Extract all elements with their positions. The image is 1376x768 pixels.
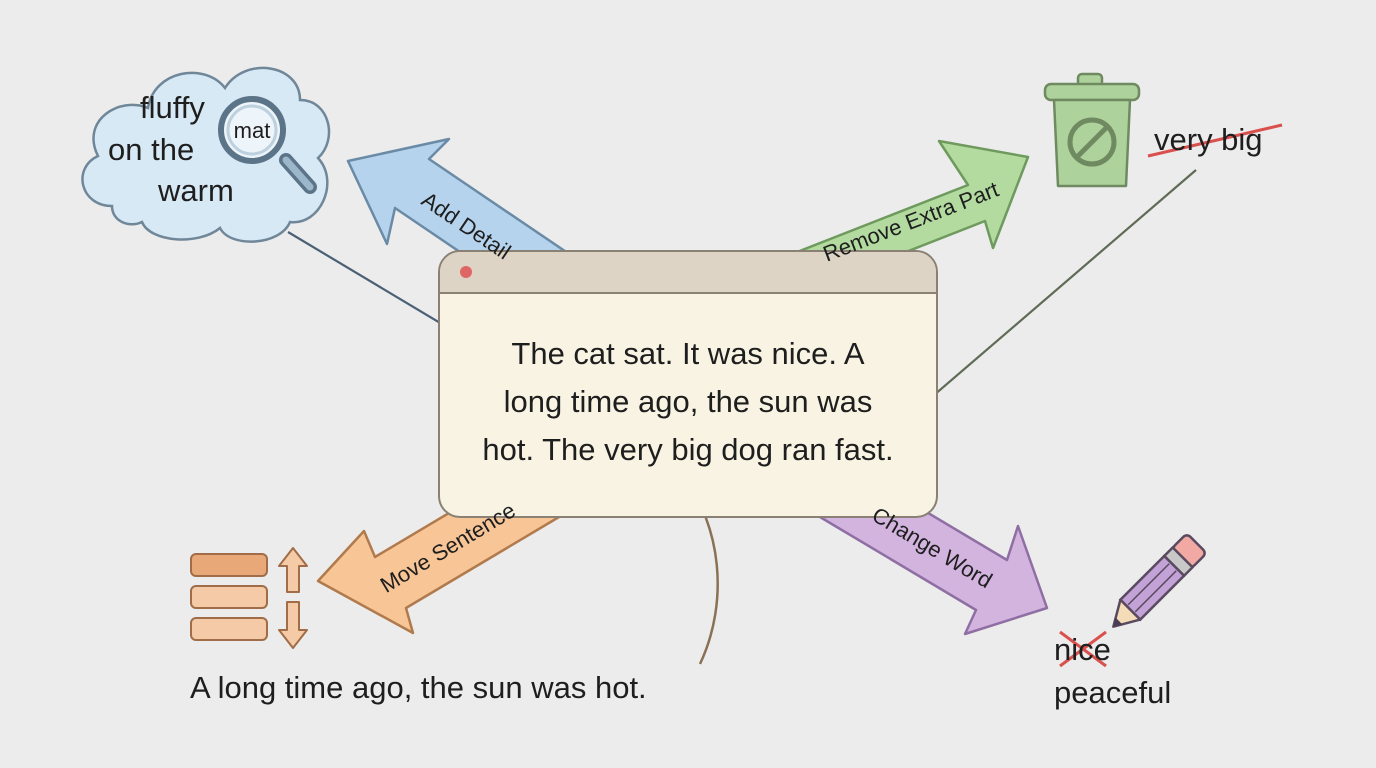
paragraph-line: hot. The very big dog ran fast. <box>482 432 894 467</box>
paragraph-line: The cat sat. It was nice. A <box>511 336 865 371</box>
stacked-bars-icon <box>190 547 308 649</box>
close-dot-icon <box>460 266 472 278</box>
nice-cross-b <box>1059 630 1107 668</box>
magnifier-word: mat <box>233 118 271 143</box>
cloud-word-on-the: on the <box>108 132 195 167</box>
cloud-word-fluffy: fluffy <box>140 90 205 125</box>
pencil-icon <box>1112 534 1206 628</box>
moved-sentence: A long time ago, the sun was hot. <box>190 670 647 705</box>
old-word-nice: nice <box>1054 632 1111 667</box>
paragraph-line: long time ago, the sun was <box>503 384 873 419</box>
very-big-strike <box>1147 123 1283 158</box>
new-word-peaceful: peaceful <box>1054 675 1172 710</box>
magnifier-icon <box>218 96 317 194</box>
struck-text-very-big: very big <box>1154 122 1263 157</box>
text-editor-window: The cat sat. It was nice. A long time ag… <box>438 250 938 518</box>
remove-connector-line <box>904 169 1197 421</box>
paragraph: The cat sat. It was nice. A long time ag… <box>440 330 936 474</box>
trash-icon <box>1043 72 1141 188</box>
editor-title-bar <box>440 252 936 294</box>
cloud-word-warm: warm <box>158 173 234 208</box>
